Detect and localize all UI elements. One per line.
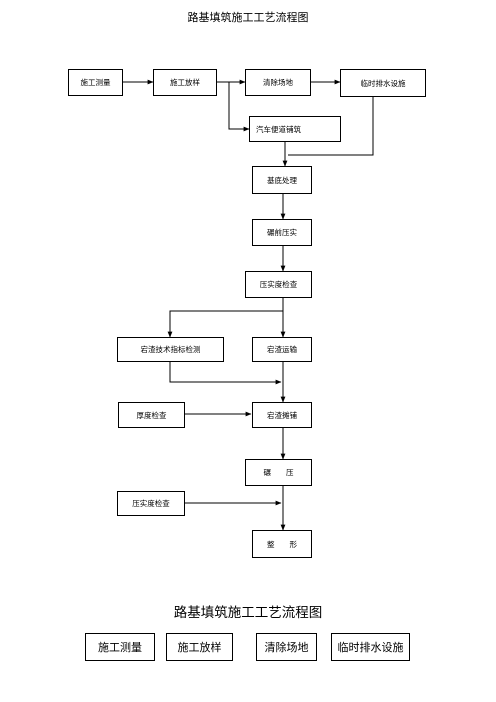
box-shaping: 整 形 bbox=[252, 530, 312, 558]
box-survey: 施工测量 bbox=[68, 69, 123, 96]
box-clear-site-bottom: 清除场地 bbox=[256, 633, 317, 661]
arrow-drainage-base bbox=[288, 97, 374, 156]
box-survey-bottom: 施工测量 bbox=[85, 633, 155, 661]
diagram-title: 路基填筑施工工艺流程图 bbox=[187, 11, 309, 24]
box-access-road: 汽车便道铺筑 bbox=[249, 116, 341, 142]
box-ballast-spread: 宕渣摊铺 bbox=[252, 402, 312, 428]
box-compaction-check-2: 压实度检查 bbox=[117, 491, 185, 516]
box-ballast-transport: 宕渣运输 bbox=[252, 337, 312, 362]
box-layout: 施工放样 bbox=[153, 69, 217, 96]
arrow-to-ballast-test bbox=[167, 310, 283, 338]
arrow-to-access-road bbox=[228, 82, 250, 132]
diagram-title-repeat: 路基填筑施工工艺流程图 bbox=[173, 605, 323, 621]
box-rolling-compact: 碾前压实 bbox=[252, 219, 312, 246]
box-thickness-check: 厚度检查 bbox=[118, 402, 185, 428]
arrow-test-to-spread bbox=[169, 362, 282, 385]
box-clear-site: 清除场地 bbox=[245, 69, 311, 96]
box-drainage: 临时排水设施 bbox=[340, 69, 426, 97]
box-ballast-test: 宕渣技术指标检测 bbox=[117, 337, 224, 362]
box-roll: 碾 压 bbox=[245, 459, 312, 486]
box-layout-bottom: 施工放样 bbox=[166, 633, 233, 661]
box-base-treatment: 基底处理 bbox=[252, 166, 312, 194]
box-drainage-bottom: 临时排水设施 bbox=[331, 633, 410, 661]
box-compaction-check-1: 压实度检查 bbox=[245, 271, 312, 298]
